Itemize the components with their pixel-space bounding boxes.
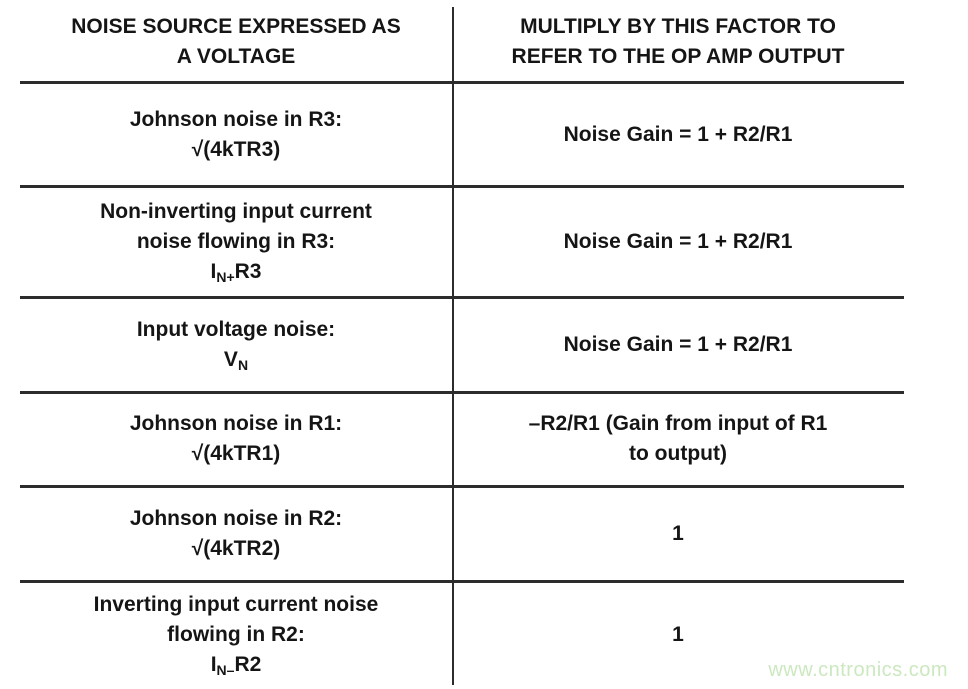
column-divider-line bbox=[452, 7, 454, 685]
source-text: Johnson noise in R1: bbox=[129, 412, 343, 435]
source-formula: IN–R2 bbox=[210, 653, 262, 678]
factor-cell-r1-johnson: –R2/R1 (Gain from input of R1 to output) bbox=[452, 392, 904, 486]
factor-cell-r2-johnson: 1 bbox=[452, 486, 904, 581]
factor-text: 1 bbox=[672, 521, 684, 545]
source-text: Inverting input current noise bbox=[93, 593, 379, 616]
factor-cell-voltage-noise: Noise Gain = 1 + R2/R1 bbox=[452, 297, 904, 392]
factor-text: –R2/R1 (Gain from input of R1 bbox=[528, 412, 828, 435]
header-line: REFER TO THE OP AMP OUTPUT bbox=[511, 44, 845, 68]
factor-text: Noise Gain = 1 + R2/R1 bbox=[563, 122, 793, 146]
row-divider-line-5 bbox=[20, 580, 904, 583]
noise-source-cell-noninv-current: Non-inverting input current noise flowin… bbox=[20, 186, 452, 297]
source-text: Johnson noise in R3: bbox=[129, 107, 343, 131]
source-formula: √(4kTR3) bbox=[191, 137, 281, 161]
noise-source-cell-r3-johnson: Johnson noise in R3: √(4kTR3) bbox=[20, 83, 452, 186]
header-divider-line bbox=[20, 81, 904, 84]
watermark-text: www.cntronics.com bbox=[768, 659, 948, 681]
row-divider-line-4 bbox=[20, 485, 904, 488]
formula-subscript: N– bbox=[216, 662, 235, 678]
header-line: NOISE SOURCE EXPRESSED AS bbox=[71, 14, 401, 38]
source-text: noise flowing in R3: bbox=[136, 229, 336, 253]
factor-cell-r3-johnson: Noise Gain = 1 + R2/R1 bbox=[452, 83, 904, 186]
source-formula: IN+R3 bbox=[210, 259, 262, 285]
header-line: MULTIPLY BY THIS FACTOR TO bbox=[520, 14, 836, 38]
row-divider-line-1 bbox=[20, 185, 904, 188]
factor-cell-noninv-current: Noise Gain = 1 + R2/R1 bbox=[452, 186, 904, 297]
header-cell-noise-source: NOISE SOURCE EXPRESSED AS A VOLTAGE bbox=[20, 0, 452, 83]
factor-text: 1 bbox=[672, 623, 684, 646]
factor-text: Noise Gain = 1 + R2/R1 bbox=[563, 332, 793, 356]
noise-source-cell-r1-johnson: Johnson noise in R1: √(4kTR1) bbox=[20, 392, 452, 486]
formula-subscript: N bbox=[237, 356, 249, 373]
source-formula: √(4kTR1) bbox=[191, 442, 281, 465]
factor-text: Noise Gain = 1 + R2/R1 bbox=[563, 229, 793, 253]
source-formula: √(4kTR2) bbox=[191, 536, 281, 560]
row-divider-line-2 bbox=[20, 296, 904, 299]
source-text: Johnson noise in R2: bbox=[129, 506, 343, 530]
row-divider-line-3 bbox=[20, 391, 904, 394]
factor-text: to output) bbox=[629, 442, 727, 465]
factor-cell-inv-current: 1 bbox=[452, 581, 904, 689]
noise-source-cell-inv-current: Inverting input current noise flowing in… bbox=[20, 581, 452, 689]
noise-source-cell-voltage-noise: Input voltage noise: VN bbox=[20, 297, 452, 392]
source-text: Input voltage noise: bbox=[136, 317, 336, 341]
source-text: flowing in R2: bbox=[167, 623, 305, 646]
source-text: Non-inverting input current bbox=[100, 199, 372, 223]
noise-gain-table: NOISE SOURCE EXPRESSED AS A VOLTAGE MULT… bbox=[20, 0, 904, 689]
source-formula: VN bbox=[223, 347, 249, 373]
header-line: A VOLTAGE bbox=[176, 44, 296, 68]
noise-source-cell-r2-johnson: Johnson noise in R2: √(4kTR2) bbox=[20, 486, 452, 581]
formula-subscript: N+ bbox=[216, 268, 235, 285]
header-cell-multiply-factor: MULTIPLY BY THIS FACTOR TO REFER TO THE … bbox=[452, 0, 904, 83]
